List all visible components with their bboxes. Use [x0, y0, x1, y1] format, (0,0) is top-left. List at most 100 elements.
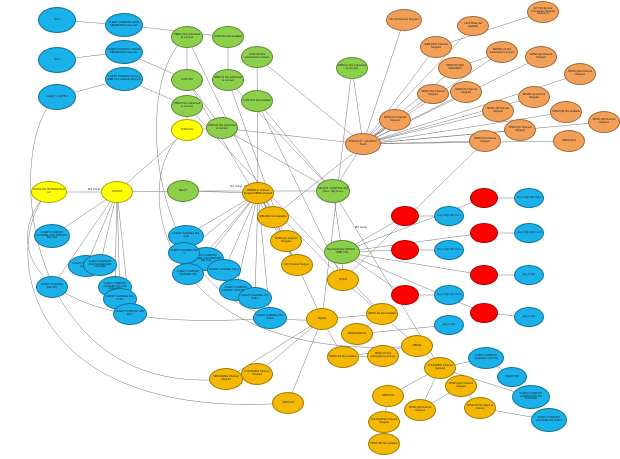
node-blue[interactable]: CLIENT COMPANY CHANNEL MQ — [172, 263, 204, 285]
node-amber[interactable]: COLDSMDS2 Channel Stopped — [368, 411, 400, 433]
node-amber[interactable]: SPMO-QB Channel Stopped — [404, 399, 436, 421]
node-green[interactable]: OBM-C Not authorised to connect — [171, 26, 203, 48]
node-blue[interactable]: App 3 SQL MQ CH 3 — [434, 285, 464, 305]
node-red[interactable] — [470, 188, 498, 208]
node-yellow[interactable]: SYNOLOG ON PROD Note 1.0 — [31, 181, 67, 203]
node-orange[interactable]: SPMO-PA Channel Stopped — [450, 81, 482, 103]
node-amber[interactable]: SPMO-R3 — [272, 392, 304, 414]
node-green[interactable]: COM-O04 Not available — [241, 90, 273, 112]
node-label: WEB-PA01 Channel Stopped — [424, 43, 448, 49]
node-orange[interactable]: DC TAS Service Connection Stopped Warnin… — [527, 1, 559, 23]
node-amber[interactable]: MBSQ1 — [401, 335, 433, 357]
node-green[interactable]: COM-O01 Not available — [212, 26, 244, 48]
node-amber[interactable]: SPMO-R6 Not Right to connect — [464, 397, 496, 419]
node-blue[interactable]: App 1 SQL MQ CH 1 — [514, 188, 544, 208]
node-red[interactable] — [391, 206, 419, 226]
node-amber[interactable]: SQ002 — [306, 308, 338, 330]
node-amber[interactable]: MBXSTAREY01 — [341, 323, 373, 345]
node-blue[interactable]: App 4 SQL — [434, 315, 464, 335]
node-blue[interactable]: App 2 SQL MQ CH 2 — [514, 223, 544, 243]
node-orange[interactable]: SPMO-QC2 — [553, 130, 585, 152]
node-blue[interactable]: CLIENT CHANNEL MQ-XCE 4 — [253, 307, 287, 329]
node-green[interactable]: SELQT — [167, 180, 199, 202]
node-amber[interactable]: MQ Channel Stopped — [281, 254, 313, 276]
node-red[interactable] — [470, 223, 498, 243]
node-blue[interactable]: App 4 SQL — [514, 307, 544, 327]
node-orange[interactable]: SRMSD-AS Not authorised to connect — [486, 41, 518, 63]
node-orange[interactable]: SPMO-AB Channel Stopped — [482, 100, 514, 122]
node-blue[interactable]: App 1 SQL MQ CH 1 — [434, 206, 464, 226]
node-orange[interactable]: SPMO-QB Not available — [550, 101, 582, 123]
node-orange[interactable]: SPMO-PA SDS INEXCEPTI — [438, 57, 472, 79]
node-blue[interactable]: CLIENT COMPANY SRV MQ 2 — [113, 303, 147, 325]
node-orange[interactable]: SPMO-QA2 Channel Stopped — [564, 63, 596, 85]
node-red[interactable] — [470, 303, 498, 323]
node-blue[interactable]: CLIENT CHANNEL DEV MQ — [36, 276, 68, 298]
edge-o19-o13 — [362, 111, 567, 145]
node-blue[interactable]: CLIENT COMPANY CHANNEL CON MQ — [468, 347, 504, 369]
node-amber[interactable]: MBL0001 Not available — [257, 206, 289, 228]
node-red[interactable] — [470, 265, 498, 285]
node-amber[interactable]: SPMO-QC Channel Stopped — [270, 230, 302, 252]
node-label: SPMO-QB Not available — [552, 109, 580, 113]
node-orange[interactable]: SPMO-PA2 Channel Stopped — [417, 84, 449, 104]
node-amber[interactable]: SPMO-QC3 Channel Stopped — [445, 375, 477, 397]
node-orange[interactable]: SPMSC-Q Channel Stopped — [518, 86, 550, 108]
node-blue[interactable]: CLIENT COMPANY Privacy MBR Ch 1 Channel … — [105, 67, 143, 91]
node-green[interactable]: COM-O03 Not authorised to connect — [241, 46, 273, 68]
node-green[interactable]: SPMO-C Not authorised to connect — [336, 57, 368, 79]
node-amber[interactable]: SPMO-R4 — [372, 385, 404, 407]
node-amber[interactable]: SQ001 — [327, 269, 359, 291]
node-label: SELQT — [178, 188, 188, 192]
node-green[interactable]: MQ Replication DPMCR - TRBD VML — [324, 240, 360, 264]
node-amber[interactable]: MBRDS-E Channel Stopped MBNN stopped — [242, 182, 274, 204]
node-amber[interactable]: MBCR3MCE Channel Stopped — [209, 368, 243, 390]
node-blue[interactable]: App 3 SQL — [514, 265, 544, 285]
node-blue[interactable]: CLIENT CHANNEL MQ-XCE 2 — [238, 287, 272, 309]
node-orange[interactable]: WEB-PA01 Channel Stopped — [420, 36, 452, 58]
node-amber[interactable]: SPMO-R1 Not available — [327, 346, 359, 368]
node-amber[interactable]: SPMO-R1 Not available — [366, 303, 398, 325]
node-orange[interactable]: SPMO-QA Channel Stopped — [525, 46, 557, 68]
node-yellow[interactable]: SYNOLOG — [171, 119, 203, 141]
node-orange[interactable]: WL-C8 Channel Stopped — [386, 9, 422, 31]
node-red[interactable] — [391, 285, 419, 305]
node-label: MBSQ1 — [412, 343, 422, 347]
node-blue[interactable]: CLIENT CHANNEL MQ 3 — [168, 242, 200, 264]
node-green[interactable]: OBM-D2 Not authorised to connect — [206, 117, 238, 139]
node-orange[interactable]: SPMO-PA Channel Stopped — [469, 130, 501, 152]
node-blue[interactable]: CLIENT COMPANY QUEUE MANAGER CLUSTER — [83, 254, 117, 276]
node-amber[interactable]: SPMO-R5 Not available — [368, 433, 400, 455]
node-blue[interactable]: CLIENT COMPANY GDPR MEMBER Running Late — [105, 13, 143, 37]
node-green[interactable]: OBM-D Not authorised to connect — [171, 95, 203, 117]
node-green[interactable]: COM-O02 — [171, 69, 203, 91]
edge-a4-bl10 — [223, 192, 259, 271]
node-orange[interactable]: SPMOQ-ST - QS-BTEST Stuck — [345, 133, 381, 155]
node-orange[interactable]: CR-STAGE Not available — [457, 16, 489, 36]
node-label: SL 2 — [54, 57, 60, 61]
node-blue[interactable]: CLIENT COMPANY CHANNEL MQ-XCE 5 — [531, 408, 567, 432]
node-green[interactable]: SELQT2 - CONTROL MQ Inbox - MQ Group — [316, 179, 350, 203]
node-yellow[interactable]: SYNC03 — [101, 181, 133, 203]
node-amber[interactable]: COLDSMDS Channel Stopped — [241, 363, 273, 385]
node-blue[interactable]: CLIENT COMPANY CHANNEL CON PRIMARY MQ-XC… — [34, 224, 70, 248]
node-blue[interactable]: SL 1 — [38, 7, 76, 33]
node-red[interactable] — [391, 240, 419, 260]
node-blue[interactable]: CLIENT 1 GDPR 1 — [38, 84, 76, 110]
node-blue[interactable]: SL 2 — [38, 47, 76, 73]
node-blue[interactable]: CLIENT CHANNEL MQ-1 — [207, 259, 241, 281]
node-label: App 2 SQL MQ CH 2 — [516, 230, 542, 234]
node-label: SPMO-R3 — [282, 400, 294, 404]
curved-edge-y2-bl15 — [27, 191, 271, 321]
node-blue[interactable]: CLIENT MQ — [497, 367, 527, 387]
node-orange[interactable]: SPMO-FC Channel Stopped — [379, 109, 411, 131]
node-label: CLIENT COMPANY CHANNEL CON MQ — [474, 354, 498, 360]
node-amber[interactable]: SPMO-R2 Not authorised to connect — [367, 345, 399, 367]
node-amber[interactable]: COLDSMDS Channel Stopped — [424, 357, 456, 379]
node-blue[interactable]: CLIENT COMPANY PHONE MEMBER Running Late — [105, 40, 143, 64]
node-green[interactable]: OBM-C2 Not authorised to connect — [212, 69, 244, 91]
node-orange[interactable]: SPMO-QB Channel Stopped — [588, 111, 620, 133]
node-blue[interactable]: App 2 SQL MQ CH 2 — [434, 240, 464, 260]
node-orange[interactable]: SPMO-QC Channel Stopped — [504, 119, 536, 141]
node-blue[interactable]: CLIENT COMPANY CONNECTION MQ CHANNEL — [512, 385, 550, 409]
